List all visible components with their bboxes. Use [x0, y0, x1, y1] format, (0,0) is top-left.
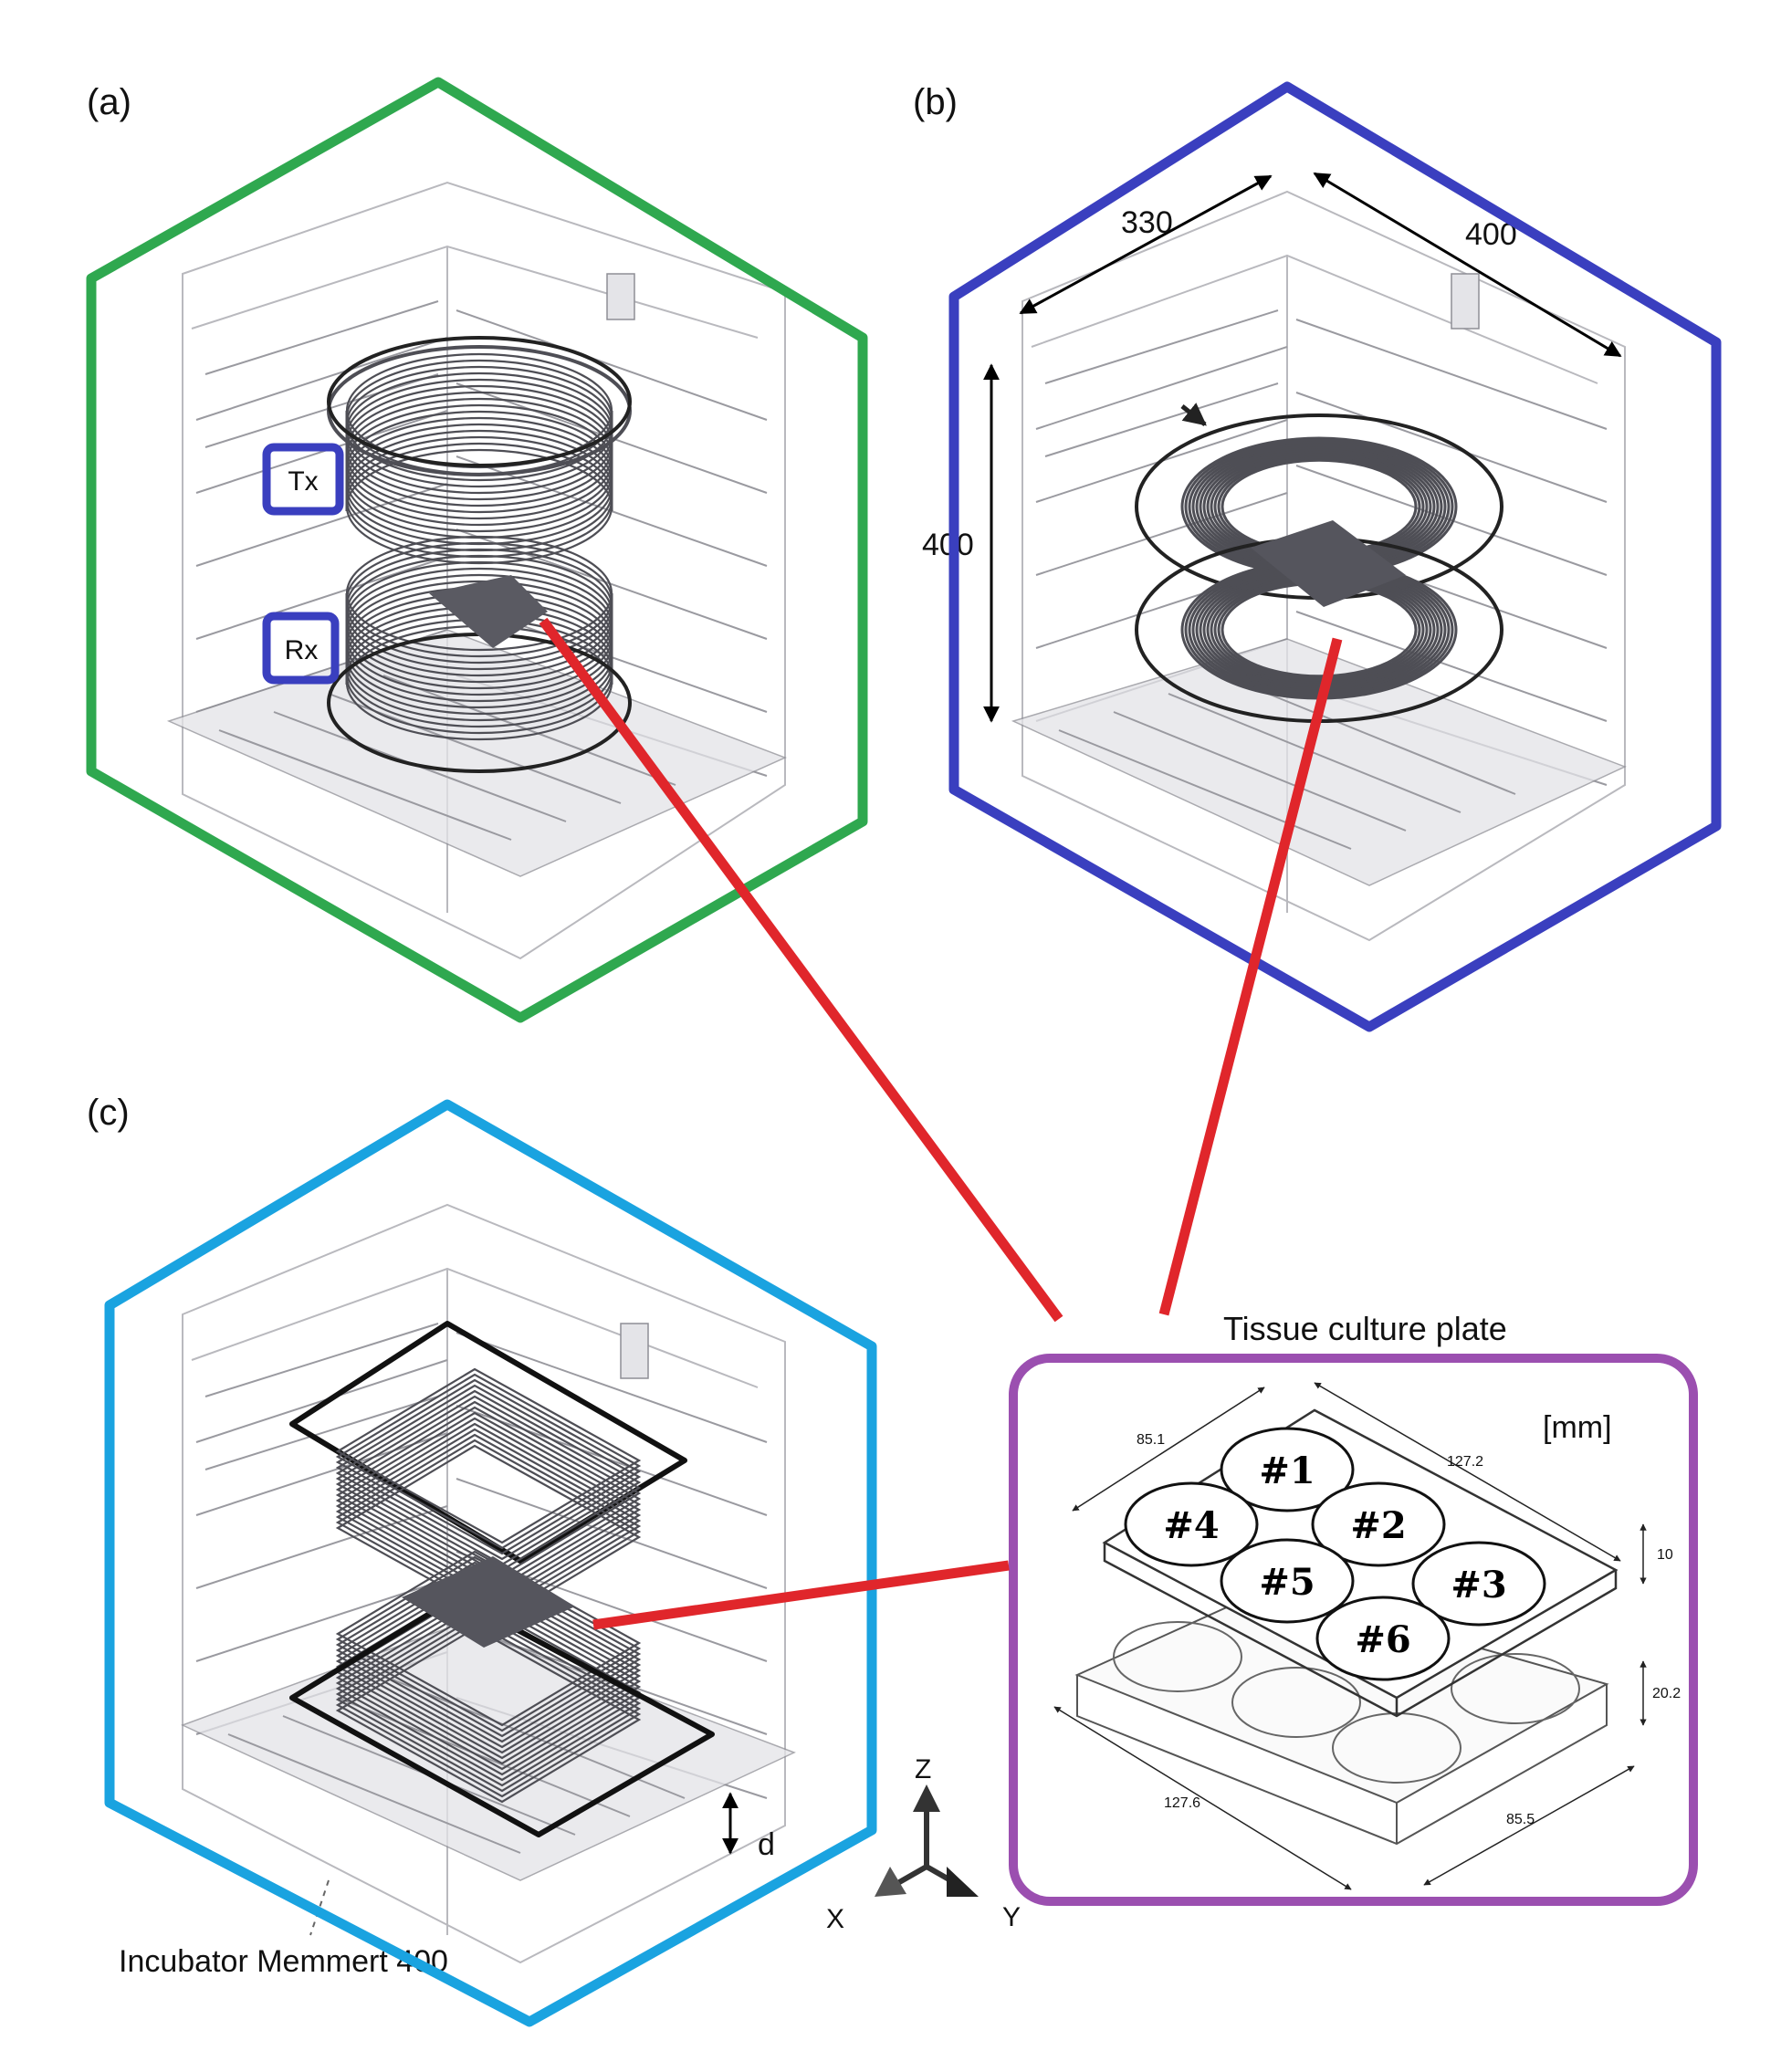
- coil-winding: [335, 1389, 642, 1566]
- panel-b-label: (b): [913, 82, 958, 122]
- connector-lines: [539, 617, 1343, 1630]
- axis-y-label: Y: [1002, 1902, 1021, 1932]
- well-5: #5: [1220, 1538, 1355, 1624]
- coil-winding: [335, 1422, 642, 1599]
- incubator-a: [166, 181, 787, 960]
- panel-a: (a) Tx: [86, 77, 868, 1023]
- dim-width-label: 330: [1121, 205, 1173, 240]
- well-2-label: #2: [1350, 1504, 1406, 1547]
- cylindrical-rx-coil: [327, 535, 632, 773]
- plate-panel: Tissue culture plate [mm] #1 #2 #3: [1009, 1310, 1698, 1906]
- dim-base-width: 85.5: [1506, 1812, 1535, 1827]
- coil-winding: [335, 1411, 642, 1588]
- well-6-label: #6: [1355, 1618, 1410, 1661]
- axis-triad: Z X Y: [826, 1754, 1021, 1934]
- coil-winding: [335, 1384, 642, 1561]
- tissue-plate-b: [1251, 520, 1406, 607]
- connector-a-to-plate: [539, 617, 1063, 1323]
- gap-label: d: [758, 1827, 775, 1862]
- coil-winding: [335, 1400, 642, 1577]
- connector-c-to-plate: [592, 1560, 1010, 1630]
- coil-winding: [335, 1417, 642, 1594]
- well-1-label: #1: [1259, 1449, 1315, 1492]
- panel-a-outline: [86, 77, 868, 1023]
- well-6: #6: [1315, 1596, 1451, 1681]
- tx-highlight-box: [262, 443, 344, 516]
- axis-z-label: Z: [915, 1754, 931, 1784]
- coil-winding: [335, 1555, 642, 1732]
- dim-height-label: 400: [922, 528, 974, 562]
- well-3: #3: [1411, 1541, 1546, 1627]
- dim-lid-height: 10: [1657, 1547, 1673, 1563]
- dim-lid-width: 85.1: [1137, 1432, 1165, 1448]
- tissue-plate-a: [429, 575, 548, 648]
- tx-label: Tx: [288, 466, 318, 497]
- plate-title: Tissue culture plate: [1223, 1310, 1507, 1347]
- dim-base-height: 20.2: [1652, 1686, 1681, 1701]
- panel-b-outline: [948, 81, 1722, 1032]
- coil-winding: [335, 1610, 642, 1787]
- square-rx-coil: [289, 1550, 715, 1837]
- dim-base-length: 127.6: [1164, 1795, 1200, 1811]
- rx-highlight-box: [262, 612, 340, 685]
- coil-winding: [335, 1616, 642, 1793]
- rx-label: Rx: [285, 635, 319, 665]
- panel-c-label: (c): [87, 1093, 130, 1133]
- well-4-label: #4: [1163, 1504, 1219, 1547]
- coil-winding: [345, 397, 613, 514]
- coil-winding: [335, 1621, 642, 1798]
- panel-b: (b) 330: [913, 81, 1722, 1032]
- tissue-plate-c: [402, 1556, 575, 1648]
- coil-winding: [335, 1588, 642, 1765]
- cylindrical-tx-coil: [327, 336, 632, 565]
- coil-winding: [335, 1395, 642, 1572]
- panel-a-label: (a): [87, 82, 131, 122]
- connector-b-to-plate: [1158, 637, 1343, 1316]
- dim-lid-length: 127.2: [1447, 1454, 1483, 1470]
- coil-winding: [335, 1373, 642, 1550]
- shelf-rails-left-c: [195, 1323, 448, 1735]
- shelf-rails-right-b: [1295, 319, 1608, 786]
- well-3-label: #3: [1451, 1564, 1506, 1606]
- coil-winding: [335, 1428, 642, 1605]
- coil-winding: [335, 1406, 642, 1583]
- gap-dimension: d: [722, 1792, 775, 1862]
- incubator-c: [181, 1203, 796, 1964]
- shelf-rails-left-a: [195, 300, 448, 713]
- coil-winding: [335, 1367, 642, 1544]
- coil-winding: [335, 1378, 642, 1555]
- shelf-rails-right-c: [456, 1332, 768, 1799]
- square-tx-coil: [289, 1321, 687, 1621]
- panel-c: (c) d Inc: [87, 1093, 877, 2027]
- panel-c-outline: [104, 1099, 877, 2027]
- unit-label: [mm]: [1543, 1410, 1612, 1445]
- coil-winding: [335, 1627, 642, 1804]
- plate-dimensions: 85.1 127.2 10 20.2 127.6 85.5: [1053, 1382, 1681, 1890]
- coil-winding: [335, 1594, 642, 1771]
- well-5-label: #5: [1259, 1561, 1315, 1604]
- axis-x-label: X: [826, 1904, 844, 1934]
- coil-winding: [335, 1550, 642, 1727]
